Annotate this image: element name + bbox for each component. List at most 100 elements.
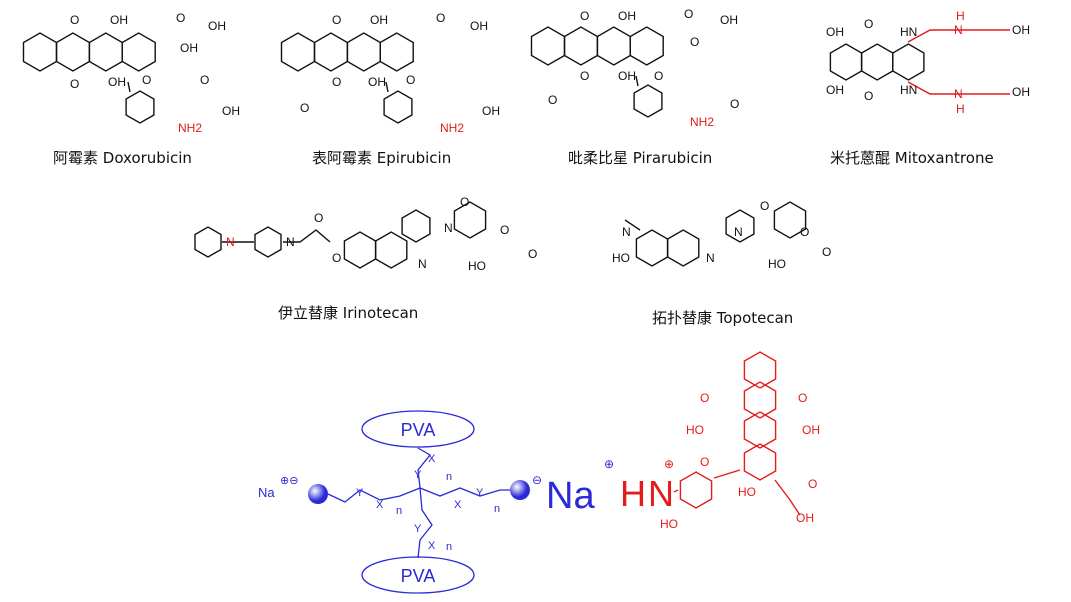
atom-label: O	[200, 73, 209, 87]
doxorubicin-conjugated: O O HO OH O HO HO O OH	[660, 391, 820, 531]
ring-bond	[860, 43, 894, 81]
caption-epirubicin: 表阿霉素 Epirubicin	[312, 149, 451, 167]
ring-bond	[379, 32, 414, 72]
x-label: X	[428, 540, 436, 552]
x-label: X	[428, 453, 436, 465]
ring-bond	[743, 443, 777, 481]
ring-bond	[453, 201, 487, 239]
y-label: Y	[414, 523, 422, 535]
caption-mitoxantrone: 米托蒽醌 Mitoxantrone	[830, 149, 994, 167]
atom-label: OH	[826, 25, 844, 39]
ring-bond	[829, 43, 863, 81]
atom-label: OH	[180, 41, 198, 55]
atom-label: OH	[370, 13, 388, 27]
atom-label: O	[70, 13, 79, 27]
atom-label: OH	[1012, 85, 1030, 99]
caption-doxorubicin: 阿霉素 Doxorubicin	[53, 149, 192, 167]
atom-label: OH	[110, 13, 128, 27]
atom-label: O	[332, 75, 341, 89]
ring-bond	[635, 229, 669, 267]
atom-label: OH	[368, 75, 386, 89]
y-label: Y	[476, 487, 484, 499]
topotecan-structure: N HO N N O O HO O 拓扑替康 Topotecan	[612, 199, 831, 327]
atom-label: N	[418, 257, 427, 271]
atom-label: O	[332, 13, 341, 27]
pva-label-top: PVA	[401, 420, 436, 440]
sodium-ion-left: Na	[258, 485, 275, 500]
ring-bond	[121, 32, 156, 72]
atom-label: O	[700, 391, 709, 405]
n-label: n	[494, 503, 500, 515]
caption-topotecan: 拓扑替康 Topotecan	[652, 309, 793, 327]
ring-bond	[22, 32, 58, 72]
atom-label: O	[730, 97, 739, 111]
pva-ellipse-bottom	[361, 556, 475, 594]
bond-line	[624, 219, 641, 231]
bond-line	[127, 81, 131, 93]
ring-bond	[743, 351, 777, 389]
atom-label: OH	[796, 511, 814, 525]
atom-label: O	[500, 223, 509, 237]
atom-label: O	[798, 391, 807, 405]
atom-label: OH	[208, 19, 226, 33]
atom-label: O	[864, 89, 873, 103]
ring-bond	[346, 32, 381, 72]
ring-bond	[55, 32, 91, 72]
atom-label: O	[460, 195, 469, 209]
atom-label: O	[864, 17, 873, 31]
atom-label: H	[956, 9, 965, 23]
atom-label: OH	[802, 423, 820, 437]
bond-line	[635, 75, 639, 87]
atom-label: HN	[900, 83, 917, 97]
atom-label: O	[528, 247, 537, 261]
atom-label: N	[444, 221, 453, 235]
atom-label: O	[580, 9, 589, 23]
atom-label: O	[548, 93, 557, 107]
pva-polymer-conjugate: PVA PVA Na ⊕⊖ ⊖ Y X n X Y n X Y n Y X n …	[258, 391, 820, 594]
mitoxantrone-structure: OH O HN H N OH OH O HN N H OH 米托蒽醌 Mitox…	[826, 9, 1030, 167]
ring-bond	[563, 26, 599, 66]
n-label: n	[446, 541, 452, 553]
atom-label: HO	[738, 485, 756, 499]
atom-label: N	[706, 251, 715, 265]
caption-irinotecan: 伊立替康 Irinotecan	[278, 304, 418, 322]
nanoparticle-sphere-right	[510, 480, 530, 500]
atom-label: HO	[612, 251, 630, 265]
atom-label: O	[800, 225, 809, 239]
atom-label: O	[314, 211, 323, 225]
y-label: Y	[414, 469, 422, 481]
y-label: Y	[356, 487, 364, 499]
ring-bond	[194, 226, 222, 258]
epirubicin-structure: O OH O OH O OH O O NH2 OH 表阿霉素 Epirubici…	[300, 11, 500, 167]
pirarubicin-structure: O OH O OH O OH O O NH2 O O 吡柔比星 Pirarubi…	[548, 7, 739, 167]
x-label: X	[376, 499, 384, 511]
atom-label: O	[436, 11, 445, 25]
atom-label: OH	[222, 104, 240, 118]
atom-label: O	[690, 35, 699, 49]
atom-label: O	[142, 73, 151, 87]
atom-label: O	[654, 69, 663, 83]
ring-bond	[629, 26, 664, 66]
atom-label: OH	[108, 75, 126, 89]
ring-bond	[743, 381, 777, 419]
ring-bond	[374, 231, 408, 269]
bond-line	[417, 487, 433, 559]
atom-label: N	[954, 87, 963, 101]
atom-label: N	[286, 235, 295, 249]
ring-bond	[892, 43, 925, 81]
atom-label: HO	[686, 423, 704, 437]
ring-bond	[743, 411, 777, 449]
ring-bond	[280, 32, 316, 72]
charge-plus-icon: ⊕	[604, 457, 614, 471]
amine-nitrogen: N	[648, 473, 674, 514]
ring-bond	[313, 32, 349, 72]
atom-label: NH2	[178, 121, 202, 135]
x-label: X	[454, 499, 462, 511]
ring-bond	[679, 471, 713, 509]
charge-minus-icon: ⊖	[532, 473, 542, 487]
atom-label: OH	[720, 13, 738, 27]
irinotecan-structure: N N O O N N O O HO O 伊立替康 Irinotecan	[226, 195, 537, 322]
atom-label: N	[622, 225, 631, 239]
atom-label: N	[954, 23, 963, 37]
